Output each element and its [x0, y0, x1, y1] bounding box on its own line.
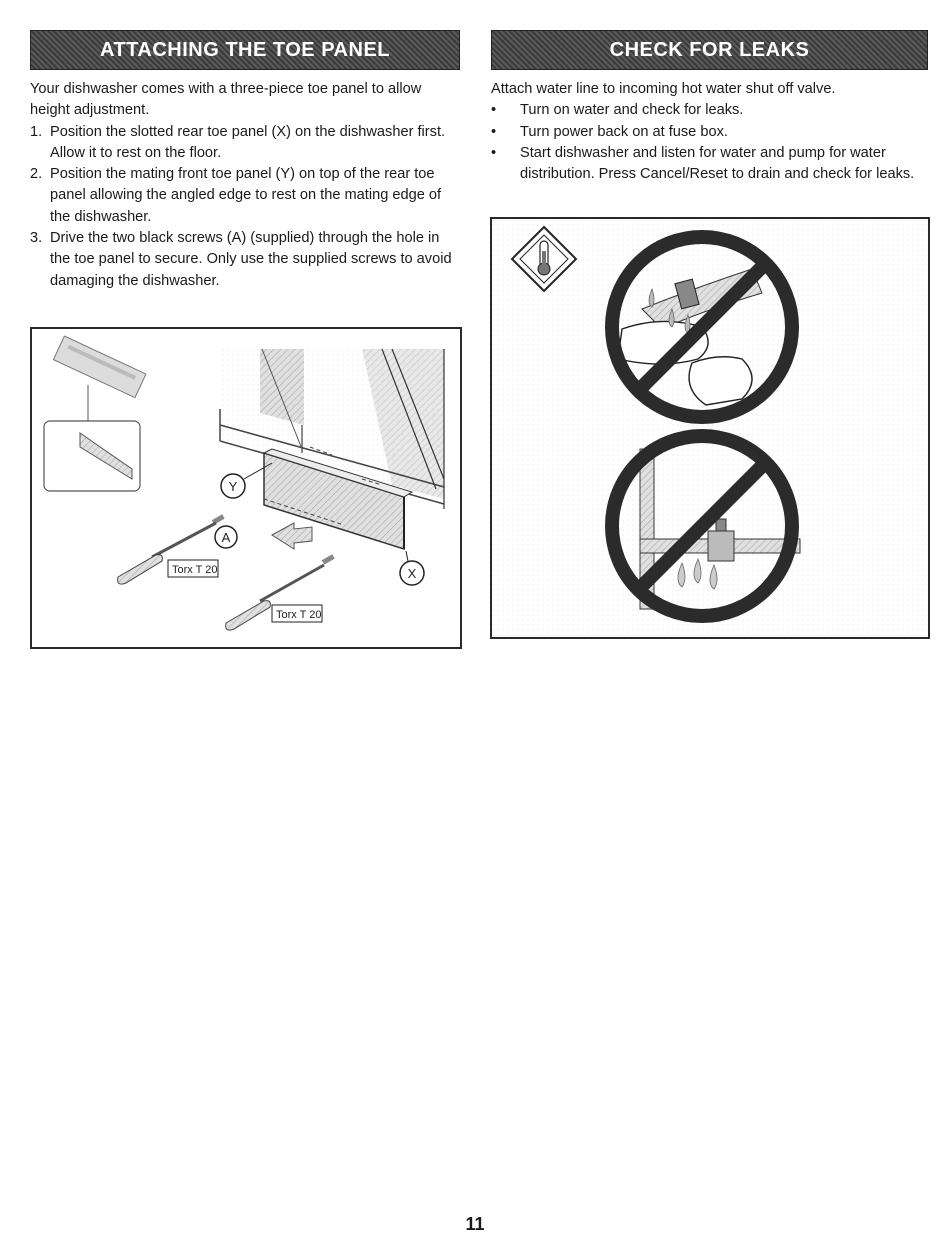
leak-check-illustration [490, 217, 930, 639]
front-toe-panel [262, 448, 414, 551]
svg-text:X: X [408, 566, 417, 581]
inset-detail [43, 335, 147, 492]
step-item: 3. Drive the two black screws (A) (suppl… [30, 228, 460, 292]
dishwasher-body [219, 348, 445, 509]
leak-check-heading: CHECK FOR LEAKS [491, 30, 928, 70]
step-number: 3. [30, 230, 43, 247]
bullet-item: • Turn on water and check for leaks. [491, 100, 928, 121]
no-symbol-icon [605, 429, 799, 623]
step-number: 1. [30, 123, 43, 140]
step-text: Drive the two black screws (A) (supplied… [50, 230, 452, 289]
bullet-symbol: • [491, 102, 497, 119]
bullet-text: Turn power back on at fuse box. [520, 123, 728, 140]
svg-text:Y: Y [229, 479, 238, 494]
torx-label: Torx T 20 [276, 609, 321, 621]
step-text: Position the mating front toe panel (Y) … [50, 166, 442, 225]
toe-panel-illustration: Y A X Torx T 20 T [30, 327, 462, 649]
no-symbol-icon [605, 230, 799, 424]
toe-panel-section: ATTACHING THE TOE PANEL Your dishwasher … [30, 30, 460, 292]
leak-check-section: CHECK FOR LEAKS Attach water line to inc… [491, 30, 928, 185]
push-arrow-icon [271, 522, 313, 550]
toe-panel-heading: ATTACHING THE TOE PANEL [30, 30, 460, 70]
torx-label-box [271, 604, 323, 623]
bullet-item: • Turn power back on at fuse box. [491, 122, 928, 143]
leak-check-instructions: Attach water line to incoming hot water … [491, 79, 928, 185]
bullet-symbol: • [491, 123, 497, 140]
hot-water-warning-icon [510, 225, 578, 293]
step-number: 2. [30, 166, 43, 183]
torx-label-box [167, 559, 219, 578]
callout-a: A [214, 525, 238, 549]
toe-panel-instructions: Your dishwasher comes with a three-piece… [30, 79, 460, 292]
screwdriver-icon [225, 563, 325, 631]
leak-check-intro: Attach water line to incoming hot water … [491, 81, 836, 97]
step-text: Position the slotted rear toe panel (X) … [50, 123, 446, 161]
bullet-item: • Start dishwasher and listen for water … [491, 143, 928, 186]
callout-x: X [399, 550, 425, 586]
screwdriver-icon [117, 521, 217, 585]
toe-panel-intro: Your dishwasher comes with a three-piece… [30, 81, 422, 119]
toe-panel-steps: 1. Position the slotted rear toe panel (… [30, 122, 460, 292]
leak-check-diagram [492, 219, 928, 637]
toe-panel-diagram: Y A X Torx T 20 T [43, 335, 445, 631]
torx-label: Torx T 20 [172, 564, 217, 576]
page-number: 11 [465, 1214, 485, 1234]
bullet-text: Start dishwasher and listen for water an… [520, 144, 915, 183]
drip-hose-scene [617, 268, 763, 406]
bullet-symbol: • [491, 144, 497, 161]
screw-icon [321, 554, 335, 565]
svg-text:A: A [222, 530, 231, 545]
step-item: 1. Position the slotted rear toe panel (… [30, 122, 460, 165]
bullet-text: Turn on water and check for leaks. [520, 102, 744, 119]
callout-y: Y [220, 462, 273, 499]
leak-check-bullets: • Turn on water and check for leaks. • T… [491, 100, 928, 185]
step-item: 2. Position the mating front toe panel (… [30, 164, 460, 228]
